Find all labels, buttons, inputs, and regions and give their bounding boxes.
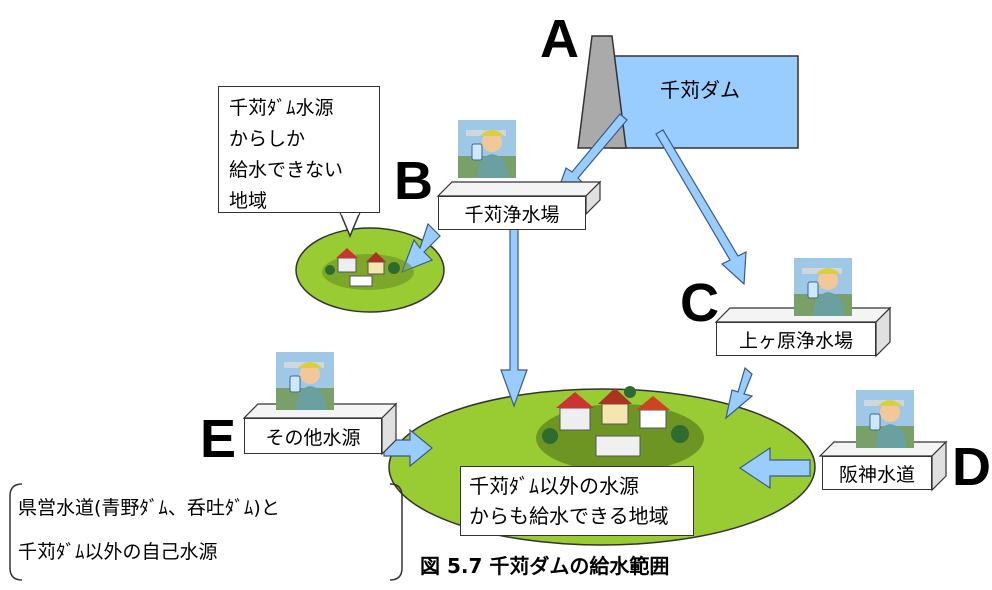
town-icon (536, 386, 704, 472)
figure-caption: 図 5.7 千苅ダムの給水範囲 (420, 554, 670, 578)
plant-label-d: 阪神水道 (822, 456, 932, 490)
label-c: C (680, 273, 719, 333)
callout-line: 地域 (229, 190, 268, 212)
callout-line: 給水できない (229, 159, 344, 181)
arrow-c-to-main (725, 366, 754, 420)
town-icon (322, 248, 414, 290)
bracket-note-line: 県営水道(青野ﾀﾞﾑ、呑吐ﾀﾞﾑ)と (18, 497, 280, 519)
plant-label-e: その他水源 (244, 418, 382, 454)
main-area-label: 千苅ﾀﾞﾑ以外の水源 からも給水できる地域 (460, 466, 694, 536)
bracket-note-line: 千苅ﾀﾞﾑ以外の自己水源 (18, 541, 218, 563)
arrow-to-isolated-area (400, 222, 441, 274)
callout-line: 千苅ﾀﾞﾑ水源 (229, 97, 334, 119)
callout-line: からしか (229, 128, 306, 150)
dam-label: 千苅ダム (660, 78, 740, 102)
arrow-e-to-main (383, 428, 433, 468)
person-drinking-water-icon (794, 258, 852, 316)
dam-water (611, 55, 799, 149)
plant-label-c: 上ヶ原浄水場 (716, 322, 876, 356)
left-bracket (9, 483, 23, 581)
main-area-line: 千苅ﾀﾞﾑ以外の水源 (469, 474, 639, 498)
arrow-d-to-main (738, 446, 811, 490)
isolated-area-callout: 千苅ﾀﾞﾑ水源 からしか 給水できない 地域 (218, 86, 380, 213)
person-drinking-water-icon (276, 352, 334, 410)
person-drinking-water-icon (856, 390, 914, 448)
label-d: D (952, 437, 991, 497)
bracket-note: 県営水道(青野ﾀﾞﾑ、呑吐ﾀﾞﾑ)と 千苅ﾀﾞﾑ以外の自己水源 (18, 486, 280, 574)
arrow-dam-to-c (655, 129, 747, 286)
main-area-line: からも給水できる地域 (469, 504, 669, 528)
plant-label-b: 千苅浄水場 (438, 196, 586, 230)
person-drinking-water-icon (458, 120, 516, 178)
label-e: E (200, 409, 237, 469)
dam-wall (577, 35, 627, 149)
right-bracket (389, 483, 403, 581)
label-a: A (540, 9, 579, 69)
label-b: B (394, 151, 433, 211)
arrow-b-to-main (500, 217, 528, 408)
